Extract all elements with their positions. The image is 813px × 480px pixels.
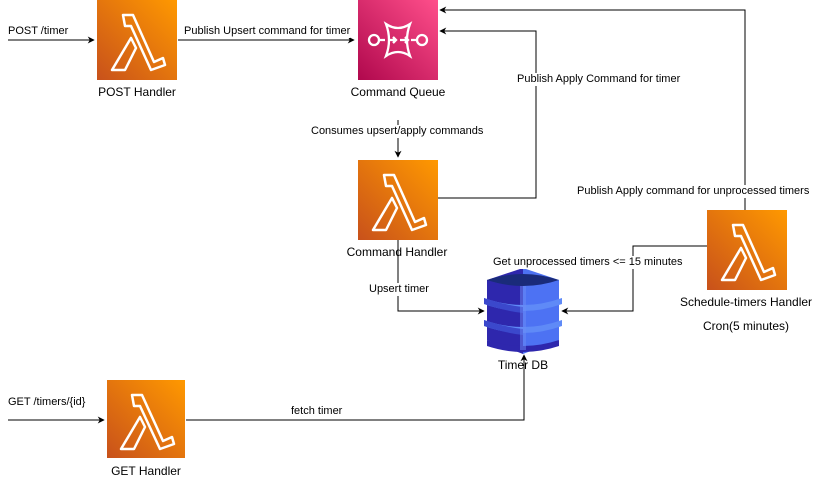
edge-label-publish-apply-unprocessed: Publish Apply command for unprocessed ti… [577,185,810,198]
timer-db-node [484,268,562,354]
edge-label-publish-upsert: Publish Upsert command for timer [184,25,351,38]
command-handler-label: Command Handler [346,245,448,259]
lambda-icon [110,13,167,72]
edge-label-get-in: GET /timers/{id} [8,396,86,408]
edge-label-publish-apply: Publish Apply Command for timer [517,73,681,86]
get-handler-label: GET Handler [111,464,181,478]
dynamodb-icon [484,268,562,354]
post-handler-label: POST Handler [98,85,176,99]
command-handler-node [358,160,438,240]
post-handler-node [97,0,177,80]
edge-publish-apply [438,27,537,199]
edge-label-get-unprocessed: Get unprocessed timers <= 15 minutes [493,256,683,269]
lambda-icon [119,393,176,451]
schedule-handler-cron: Cron(5 minutes) [702,319,790,333]
edge-label-upsert-timer: Upsert timer [369,283,429,296]
edge-label-consumes: Consumes upsert/apply commands [311,125,484,138]
edge-publish-apply-unprocessed [439,6,746,210]
lambda-icon [720,223,777,282]
lambda-icon [371,173,428,232]
command-queue-label: Command Queue [350,85,446,99]
edge-label-post-in: POST /timer [8,25,69,37]
edge-fetch-timer [186,354,528,421]
schedule-handler-label: Schedule-timers Handler [679,295,813,309]
edges [8,6,746,424]
sqs-queue-icon [367,21,429,59]
edge-get-unprocessed [561,245,707,315]
timer-db-label: Timer DB [497,358,549,372]
edge-label-fetch-timer: fetch timer [291,405,343,418]
edge-upsert-timer [397,240,485,315]
get-handler-node [107,380,185,458]
command-queue-node [358,0,438,80]
schedule-handler-node [707,210,787,290]
